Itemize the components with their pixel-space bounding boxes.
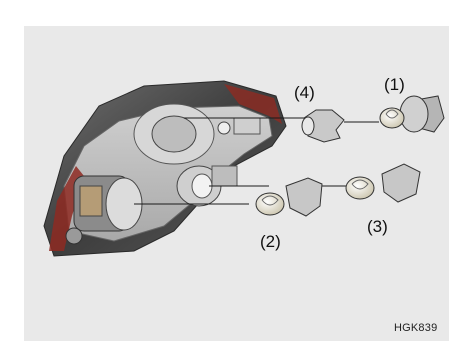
rear-lamp-diagram: (4) (1) (3) (2) HGK839 xyxy=(24,26,449,341)
rear-lamp-illustration xyxy=(43,80,445,257)
lower-socket-right xyxy=(176,165,238,207)
callout-label-4: (4) xyxy=(294,83,315,102)
bulb-holder-3 xyxy=(345,163,421,203)
callout-label-2: (2) xyxy=(260,232,281,251)
bulb-holder-2 xyxy=(255,177,323,217)
bulb-holder-1 xyxy=(379,95,445,133)
upper-socket-bay xyxy=(133,103,261,165)
figure-reference-code: HGK839 xyxy=(394,322,438,334)
bulb-holder-4 xyxy=(301,109,345,143)
callout-label-3: (3) xyxy=(367,217,388,236)
lower-socket-left xyxy=(65,175,143,245)
callout-label-1: (1) xyxy=(384,75,405,94)
